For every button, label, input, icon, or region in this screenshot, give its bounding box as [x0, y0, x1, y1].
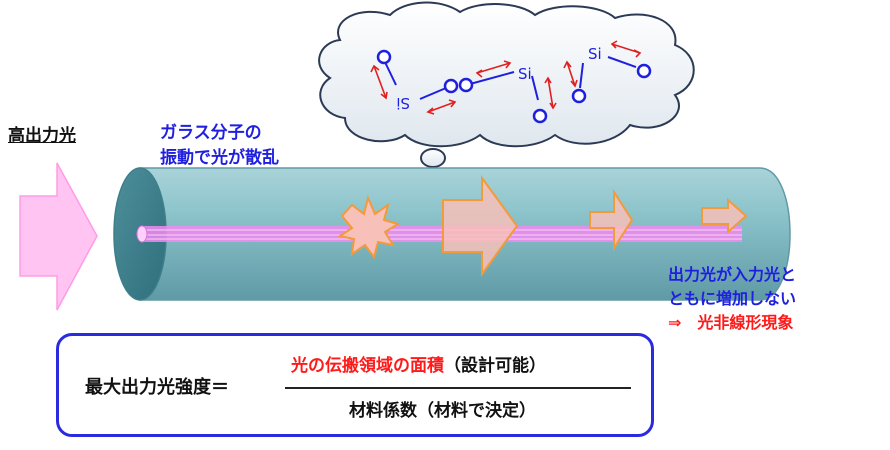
scatter-caption-line-2: 振動で光が散乱 — [160, 148, 279, 168]
output-caption-line-2: ともに増加しない — [668, 289, 797, 308]
output-caption: 出力光が入力光と ともに増加しない ⇒ 光非線形現象 — [668, 263, 796, 335]
formula-numerator-highlight: 光の伝搬領域の面積 — [291, 356, 444, 376]
formula-lhs: 最大出力光強度＝ — [85, 377, 229, 398]
fraction-bar — [285, 387, 631, 389]
si-labels: Si Si Si — [396, 45, 601, 112]
scatter-caption: ガラス分子の 振動で光が散乱 — [160, 121, 279, 171]
formula-numerator: 光の伝搬領域の面積（設計可能） — [291, 351, 546, 376]
input-light-arrow — [19, 162, 98, 311]
vibration-arrows — [370, 40, 642, 115]
scatter-arrow-small — [701, 197, 748, 235]
scatter-caption-line-1: ガラス分子の — [160, 123, 262, 143]
si-atom-1: Si — [396, 94, 410, 112]
si-atom-3: Si — [588, 45, 602, 63]
scatter-arrow-medium — [589, 188, 634, 252]
formula-box: 最大出力光強度＝ 光の伝搬領域の面積（設計可能） 材料係数（材料で決定） — [56, 333, 654, 437]
output-caption-line-1: 出力光が入力光と — [668, 265, 797, 284]
scatter-burst-icon — [337, 194, 401, 260]
scatter-arrow-large — [442, 174, 519, 278]
input-light-label: 高出力光 — [8, 126, 76, 146]
si-atom-2: Si — [518, 65, 532, 83]
glass-molecules — [376, 49, 652, 124]
nonlinear-phenomenon: ⇒ 光非線形現象 — [668, 313, 794, 332]
formula-denominator: 材料係数（材料で決定） — [349, 401, 536, 421]
formula-numerator-note: （設計可能） — [444, 356, 546, 376]
